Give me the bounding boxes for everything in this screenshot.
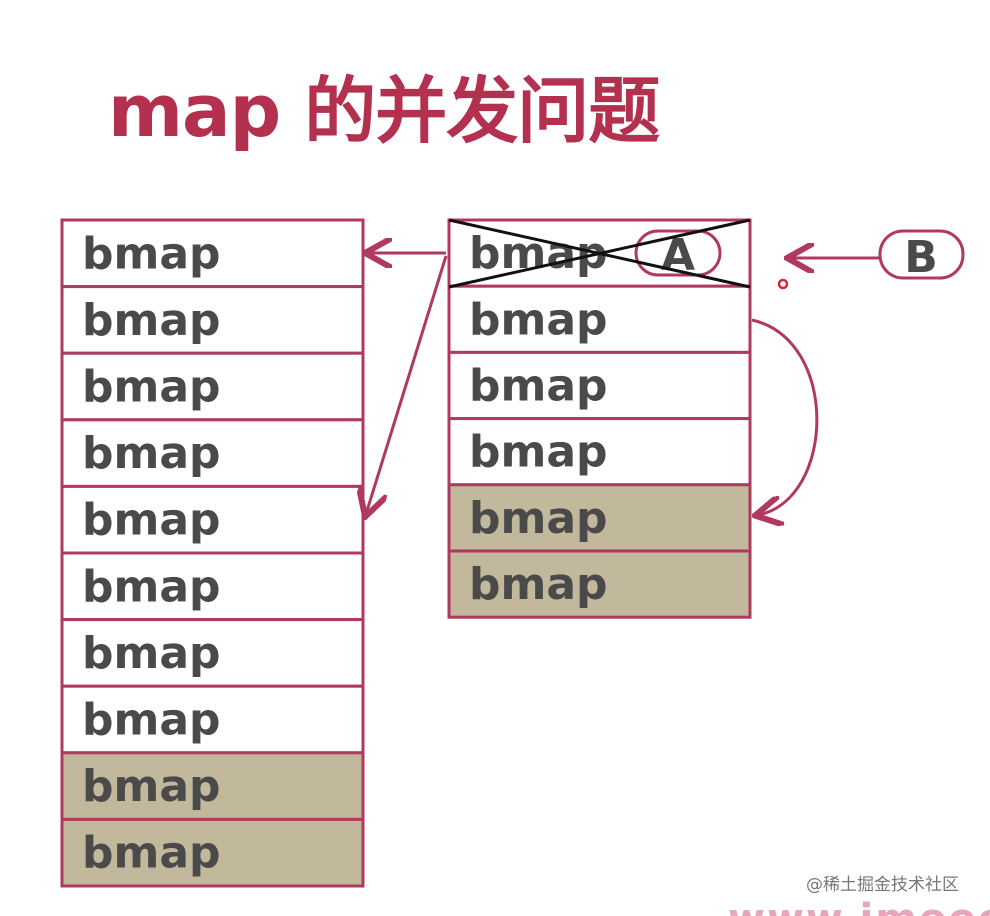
- pointer-dot: [777, 278, 789, 290]
- cell-label: bmap: [82, 828, 221, 879]
- cell-label: bmap: [469, 361, 608, 412]
- cell-label: bmap: [469, 559, 608, 610]
- cell-box: [60, 351, 365, 422]
- cell-box: [60, 618, 365, 688]
- arrow-to-left-row5: [366, 255, 448, 514]
- cell-box: [60, 751, 365, 821]
- cell-label: bmap: [469, 228, 608, 279]
- label-b: B: [904, 232, 938, 283]
- cell-label: bmap: [82, 628, 221, 679]
- label-a-pill: [634, 229, 722, 277]
- cell-box: [60, 285, 365, 355]
- cell-label: bmap: [469, 493, 608, 544]
- watermark: @稀土掘金技术社区: [806, 875, 959, 895]
- label-b-pill: [878, 229, 965, 280]
- cell-label: bmap: [82, 761, 221, 812]
- cell-label: bmap: [82, 295, 221, 346]
- cell-box: [60, 684, 365, 755]
- cell-box: [447, 350, 752, 421]
- cell-box: [60, 817, 365, 888]
- cell-box: [447, 417, 752, 487]
- cell-label: bmap: [82, 495, 221, 546]
- crossed-cell: A: [448, 218, 751, 289]
- cell-label: bmap: [82, 362, 221, 413]
- cell-label: bmap: [82, 428, 221, 479]
- cell-label: bmap: [82, 561, 221, 612]
- cell-box: [447, 483, 752, 553]
- cell-label: bmap: [469, 294, 608, 345]
- cell-box: [447, 284, 752, 354]
- site-url: www.imooc.c: [728, 896, 990, 916]
- cell-label: bmap: [82, 695, 221, 746]
- curved-arrow: [752, 318, 819, 515]
- page-title: map 的并发问题: [108, 69, 660, 153]
- cell-box: [60, 218, 365, 289]
- cell-box: [447, 549, 752, 619]
- cell-label: bmap: [82, 228, 221, 279]
- cross-line: [448, 218, 751, 289]
- cell-label: bmap: [469, 427, 608, 478]
